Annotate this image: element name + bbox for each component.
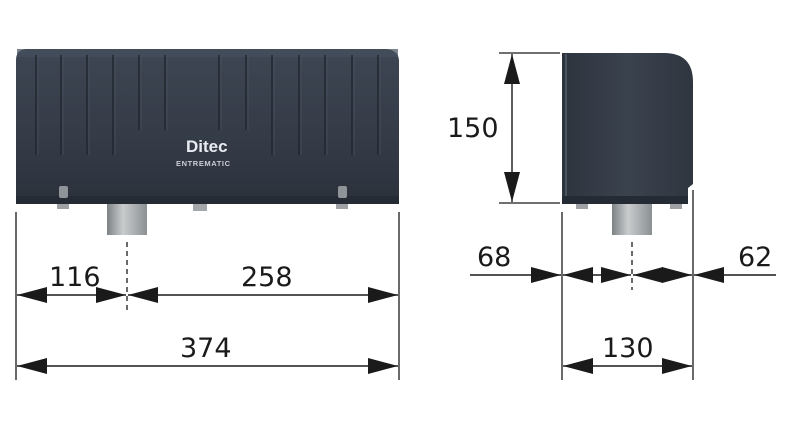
front-extension-lines <box>15 212 400 380</box>
dim-label-374: 374 <box>180 333 232 364</box>
side-housing <box>562 53 693 204</box>
front-ribs <box>35 55 379 155</box>
front-shaft <box>107 202 147 235</box>
front-view: Ditec ENTREMATIC <box>16 49 399 235</box>
dim-label-68: 68 <box>477 242 511 273</box>
dim-label-150: 150 <box>447 113 499 144</box>
dim-label-62: 62 <box>738 242 772 273</box>
front-housing-top-band <box>17 49 398 57</box>
dim-label-116: 116 <box>49 262 101 293</box>
side-dimension-arrows <box>470 54 776 374</box>
front-housing-base <box>16 196 399 204</box>
front-housing <box>16 49 399 204</box>
side-extension-lines <box>499 52 694 380</box>
dim-label-258: 258 <box>241 262 293 293</box>
front-bolt-left <box>59 186 68 198</box>
dim-label-130: 130 <box>602 333 654 364</box>
side-shaft <box>612 202 652 235</box>
front-bolt-right <box>338 186 347 198</box>
side-housing-base <box>562 196 688 204</box>
side-view <box>562 53 693 235</box>
front-screw-center <box>193 201 207 211</box>
front-dimension-arrows <box>17 287 398 374</box>
brand-logo: Ditec <box>186 137 228 156</box>
brand-logo-sub: ENTREMATIC <box>176 159 231 168</box>
